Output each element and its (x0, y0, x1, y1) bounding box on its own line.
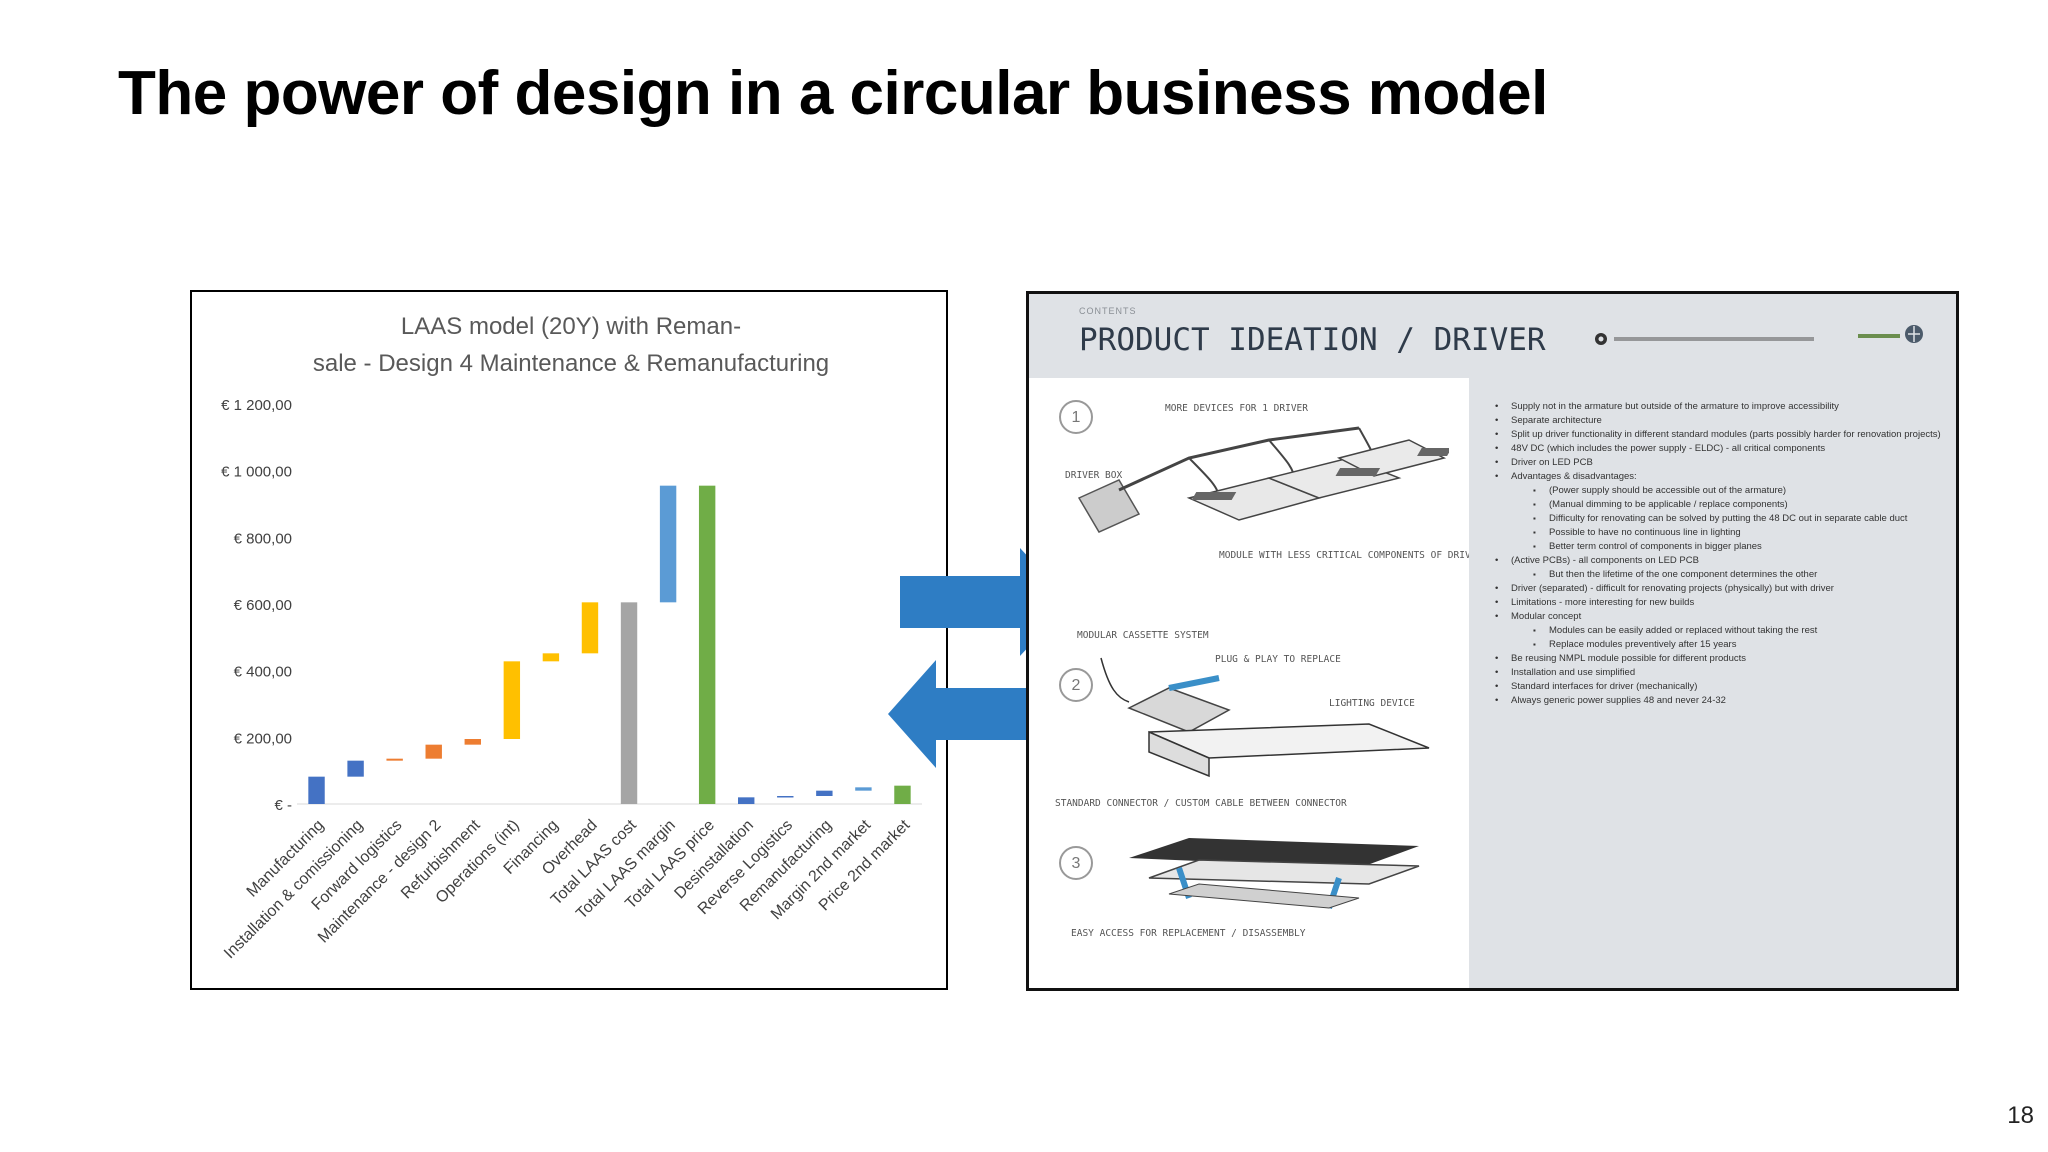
slide-title: The power of design in a circular busine… (118, 59, 1548, 128)
note-item: (Active PCBs) - all components on LED PC… (1495, 554, 1943, 568)
notes-list: Supply not in the armature but outside o… (1469, 378, 1956, 708)
cassette-system-illustration (1100, 657, 1430, 778)
brand-logo-icon (1858, 325, 1923, 343)
note-item: Replace modules preventively after 15 ye… (1495, 638, 1943, 652)
bar (816, 790, 833, 796)
step-number-1: 1 (1059, 400, 1093, 434)
note-item: Driver on LED PCB (1495, 456, 1943, 470)
y-tick-label: € 400,00 (234, 664, 292, 681)
note-item: Possible to have no continuous line in l… (1495, 526, 1943, 540)
bar (620, 602, 638, 804)
bar (855, 787, 872, 791)
waterfall-chart: LAAS model (20Y) with Reman-sale - Desig… (190, 290, 948, 990)
illustration-label: LIGHTING DEVICE (1329, 698, 1415, 709)
illustration-label: MORE DEVICES FOR 1 DRIVER (1165, 403, 1308, 414)
product-image-title: PRODUCT IDEATION / DRIVER (1079, 322, 1546, 358)
note-item: Difficulty for renovating can be solved … (1495, 512, 1943, 526)
bar (425, 744, 442, 759)
product-ideation-image: CONTENTS PRODUCT IDEATION / DRIVER 1 2 3… (1026, 291, 1959, 991)
product-image-header: CONTENTS PRODUCT IDEATION / DRIVER (1029, 294, 1956, 378)
illustration-label: PLUG & PLAY TO REPLACE (1215, 654, 1341, 665)
illustration-label: MODULAR CASSETTE SYSTEM (1077, 630, 1209, 641)
product-image-notes: Supply not in the armature but outside o… (1469, 378, 1956, 988)
note-item: (Power supply should be accessible out o… (1495, 484, 1943, 498)
chart-svg: LAAS model (20Y) with Reman-sale - Desig… (221, 313, 922, 962)
note-item: 48V DC (which includes the power supply … (1495, 442, 1943, 456)
bar (698, 485, 716, 804)
note-item: Standard interfaces for driver (mechanic… (1495, 680, 1943, 694)
url-text-image (1614, 337, 1814, 341)
note-item: Driver (separated) - difficult for renov… (1495, 582, 1943, 596)
note-item: (Manual dimming to be applicable / repla… (1495, 498, 1943, 512)
illustration-label: STANDARD CONNECTOR / CUSTOM CABLE BETWEE… (1055, 798, 1347, 809)
note-item: Be reusing NMPL module possible for diff… (1495, 652, 1943, 666)
bar (738, 797, 755, 804)
step-number-3: 3 (1059, 846, 1093, 880)
bar (347, 760, 364, 777)
bar (464, 739, 481, 745)
bar (894, 785, 911, 804)
note-item: Separate architecture (1495, 414, 1943, 428)
product-image-illustrations: 1 2 3 MORE DEVICES FOR 1 DRIVER DRIVER B… (1029, 378, 1482, 988)
chart-title-line: LAAS model (20Y) with Reman- (401, 313, 741, 340)
note-item: Split up driver functionality in differe… (1495, 428, 1943, 442)
note-item: Supply not in the armature but outside o… (1495, 400, 1943, 414)
note-item: Better term control of components in big… (1495, 540, 1943, 554)
product-image-small-header: CONTENTS (1079, 306, 1137, 316)
note-item: Advantages & disadvantages: (1495, 470, 1943, 484)
y-tick-label: € 1 000,00 (221, 464, 292, 481)
globe-icon (1595, 333, 1607, 345)
y-tick-label: € 200,00 (234, 730, 292, 747)
bar (659, 485, 677, 603)
note-item: But then the lifetime of the one compone… (1495, 568, 1943, 582)
y-tick-label: € - (274, 797, 292, 814)
note-item: Limitations - more interesting for new b… (1495, 596, 1943, 610)
arrow-left-icon (888, 660, 1050, 768)
illustration-label: EASY ACCESS FOR REPLACEMENT / DISASSEMBL… (1071, 928, 1306, 939)
note-item: Modules can be easily added or replaced … (1495, 624, 1943, 638)
bar (542, 653, 560, 662)
bar (308, 776, 325, 804)
easy-access-illustration (1129, 838, 1420, 909)
note-item: Modular concept (1495, 610, 1943, 624)
step-number-2: 2 (1059, 668, 1093, 702)
y-tick-label: € 1 200,00 (221, 397, 292, 414)
y-tick-label: € 800,00 (234, 530, 292, 547)
note-item: Installation and use simplified (1495, 666, 1943, 680)
driver-modules-illustration (1077, 426, 1449, 533)
bar (386, 758, 403, 761)
illustration-label: DRIVER BOX (1065, 470, 1123, 481)
bar (503, 661, 521, 739)
illustration-label: MODULE WITH LESS CRITICAL COMPONENTS OF … (1219, 550, 1483, 561)
bar (777, 796, 794, 798)
note-item: Always generic power supplies 48 and nev… (1495, 694, 1943, 708)
y-tick-label: € 600,00 (234, 597, 292, 614)
chart-title-line: sale - Design 4 Maintenance & Remanufact… (313, 350, 829, 377)
page-number: 18 (2007, 1102, 2034, 1129)
bar (581, 602, 599, 654)
